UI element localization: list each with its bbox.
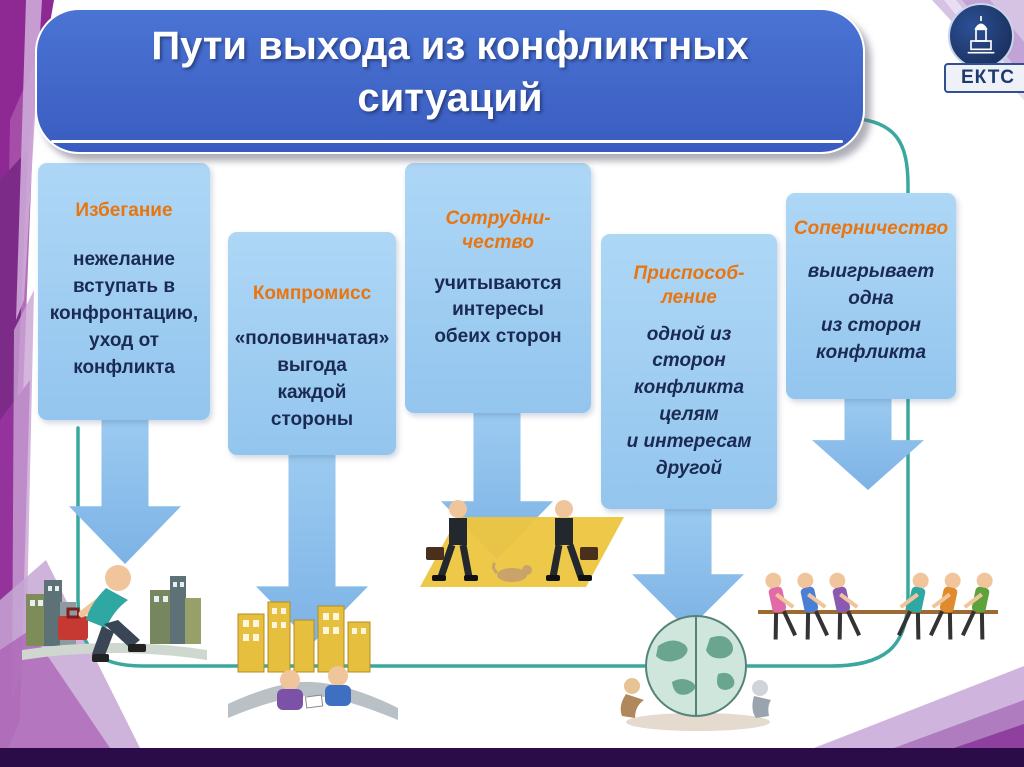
- tower-icon: [967, 15, 995, 54]
- method-description: одной из сторон конфликта целям и интере…: [626, 323, 752, 480]
- method-box-rivalry: Соперничество выигрывает одна из сторон …: [786, 193, 956, 399]
- logo-text: ЕКТС: [944, 63, 1024, 93]
- bottom-right-decor-shapes: [814, 666, 1024, 748]
- method-title: Компромисс: [252, 283, 372, 304]
- footer-bar: [0, 748, 1024, 767]
- title-banner: Пути выхода из конфликтных ситуаций: [35, 8, 865, 154]
- method-description: нежелание вступать в конфронтацию, уход …: [49, 248, 199, 378]
- method-box-accommodation: Приспособ- ление одной из сторон конфлик…: [601, 234, 777, 509]
- slide-title: Пути выхода из конфликтных ситуаций: [151, 24, 749, 120]
- method-description: «половинчатая» выгода каждой стороны: [234, 327, 390, 430]
- method-box-cooperation: Сотрудни- чество учитываются интересы об…: [405, 163, 591, 413]
- method-title: Сотрудни- чество: [445, 208, 551, 253]
- left-decor-shapes: [0, 0, 140, 767]
- logo-emblem: [948, 3, 1014, 69]
- tug-of-war-illustration-icon: [758, 572, 998, 640]
- method-description: выигрывает одна из сторон конфликта: [807, 260, 935, 363]
- method-title: Соперничество: [793, 218, 949, 239]
- method-box-avoidance: Избегание нежелание вступать в конфронта…: [38, 163, 210, 420]
- compromise-illustration-icon: [228, 601, 398, 720]
- institution-logo: ЕКТС: [944, 3, 1024, 93]
- title-underline: [51, 140, 843, 143]
- method-title: Избегание: [75, 200, 173, 221]
- method-title: Приспособ- ление: [633, 263, 745, 308]
- method-description: учитываются интересы обеих сторон: [434, 272, 562, 348]
- avoidance-illustration-icon: [22, 565, 207, 662]
- method-box-compromise: Компромисс «половинчатая» выгода каждой …: [228, 232, 396, 455]
- businessmen-illustration-icon: [420, 500, 624, 587]
- down-arrow-rivalry: [812, 396, 924, 490]
